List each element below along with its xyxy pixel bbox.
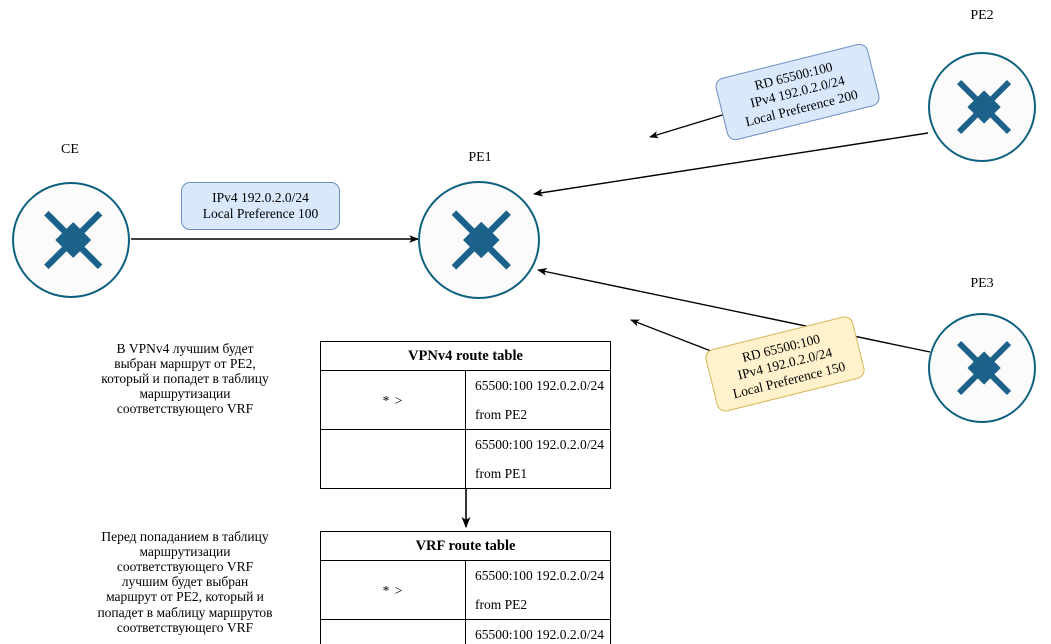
vpnv4-row-0-route: 65500:100 192.0.2.0/24 from PE2 (465, 370, 611, 430)
vrf-row-0-route: 65500:100 192.0.2.0/24 from PE2 (465, 560, 611, 620)
table-header-row: VRF route table (320, 531, 611, 561)
router-icon (44, 210, 103, 270)
vrf-row-1-route: 65500:100 192.0.2.0/24 from CE1 (465, 619, 611, 644)
router-pe3[interactable] (928, 313, 1036, 423)
note-vpnv4-selection: В VPNv4 лучшим будет выбран маршрут от P… (101, 341, 269, 417)
vpnv4-row-0-flag: * > (320, 370, 466, 430)
edge-pe3-to-pe1 (537, 267, 931, 353)
node-label-ce: CE (61, 142, 79, 157)
router-ce[interactable] (12, 182, 130, 298)
vpnv4-row-1-flag (320, 429, 466, 489)
table-row: * > 65500:100 192.0.2.0/24 from PE2 (320, 370, 611, 430)
edge-pe2-to-pe1 (533, 132, 929, 197)
callout-pe2-advert: RD 65500:100 IPv4 192.0.2.0/24 Local Pre… (713, 41, 882, 143)
vrf-table-title: VRF route table (320, 531, 611, 561)
vrf-route-table: VRF route table * > 65500:100 192.0.2.0/… (320, 531, 611, 644)
table-row: * > 65500:100 192.0.2.0/24 from PE2 (320, 560, 611, 620)
router-pe1[interactable] (418, 181, 540, 299)
vrf-row-0-flag: * > (320, 560, 466, 620)
vpnv4-table-title: VPNv4 route table (320, 341, 611, 371)
table-row: 65500:100 192.0.2.0/24 from PE1 (320, 429, 611, 489)
edge-pe3-callout-pointer (630, 319, 717, 354)
edge-pe2-callout-pointer (649, 112, 730, 139)
callout-ce-to-pe1: IPv4 192.0.2.0/24 Local Preference 100 (181, 182, 340, 230)
table-row: 65500:100 192.0.2.0/24 from CE1 (320, 619, 611, 644)
note-vrf-selection: Перед попаданием в таблицу маршрутизации… (97, 529, 273, 635)
node-label-pe3: PE3 (970, 276, 994, 291)
node-label-pe1: PE1 (468, 150, 492, 165)
router-icon (957, 79, 1012, 135)
table-header-row: VPNv4 route table (320, 341, 611, 371)
router-icon (451, 210, 511, 270)
vpnv4-route-table: VPNv4 route table * > 65500:100 192.0.2.… (320, 341, 611, 489)
vpnv4-row-1-route: 65500:100 192.0.2.0/24 from PE1 (465, 429, 611, 489)
callout-pe3-advert: RD 65500:100 IPv4 192.0.2.0/24 Local Pre… (703, 314, 867, 414)
node-label-pe2: PE2 (970, 8, 994, 23)
vrf-row-1-flag (320, 619, 466, 644)
router-pe2[interactable] (928, 52, 1036, 162)
router-icon (957, 340, 1012, 396)
